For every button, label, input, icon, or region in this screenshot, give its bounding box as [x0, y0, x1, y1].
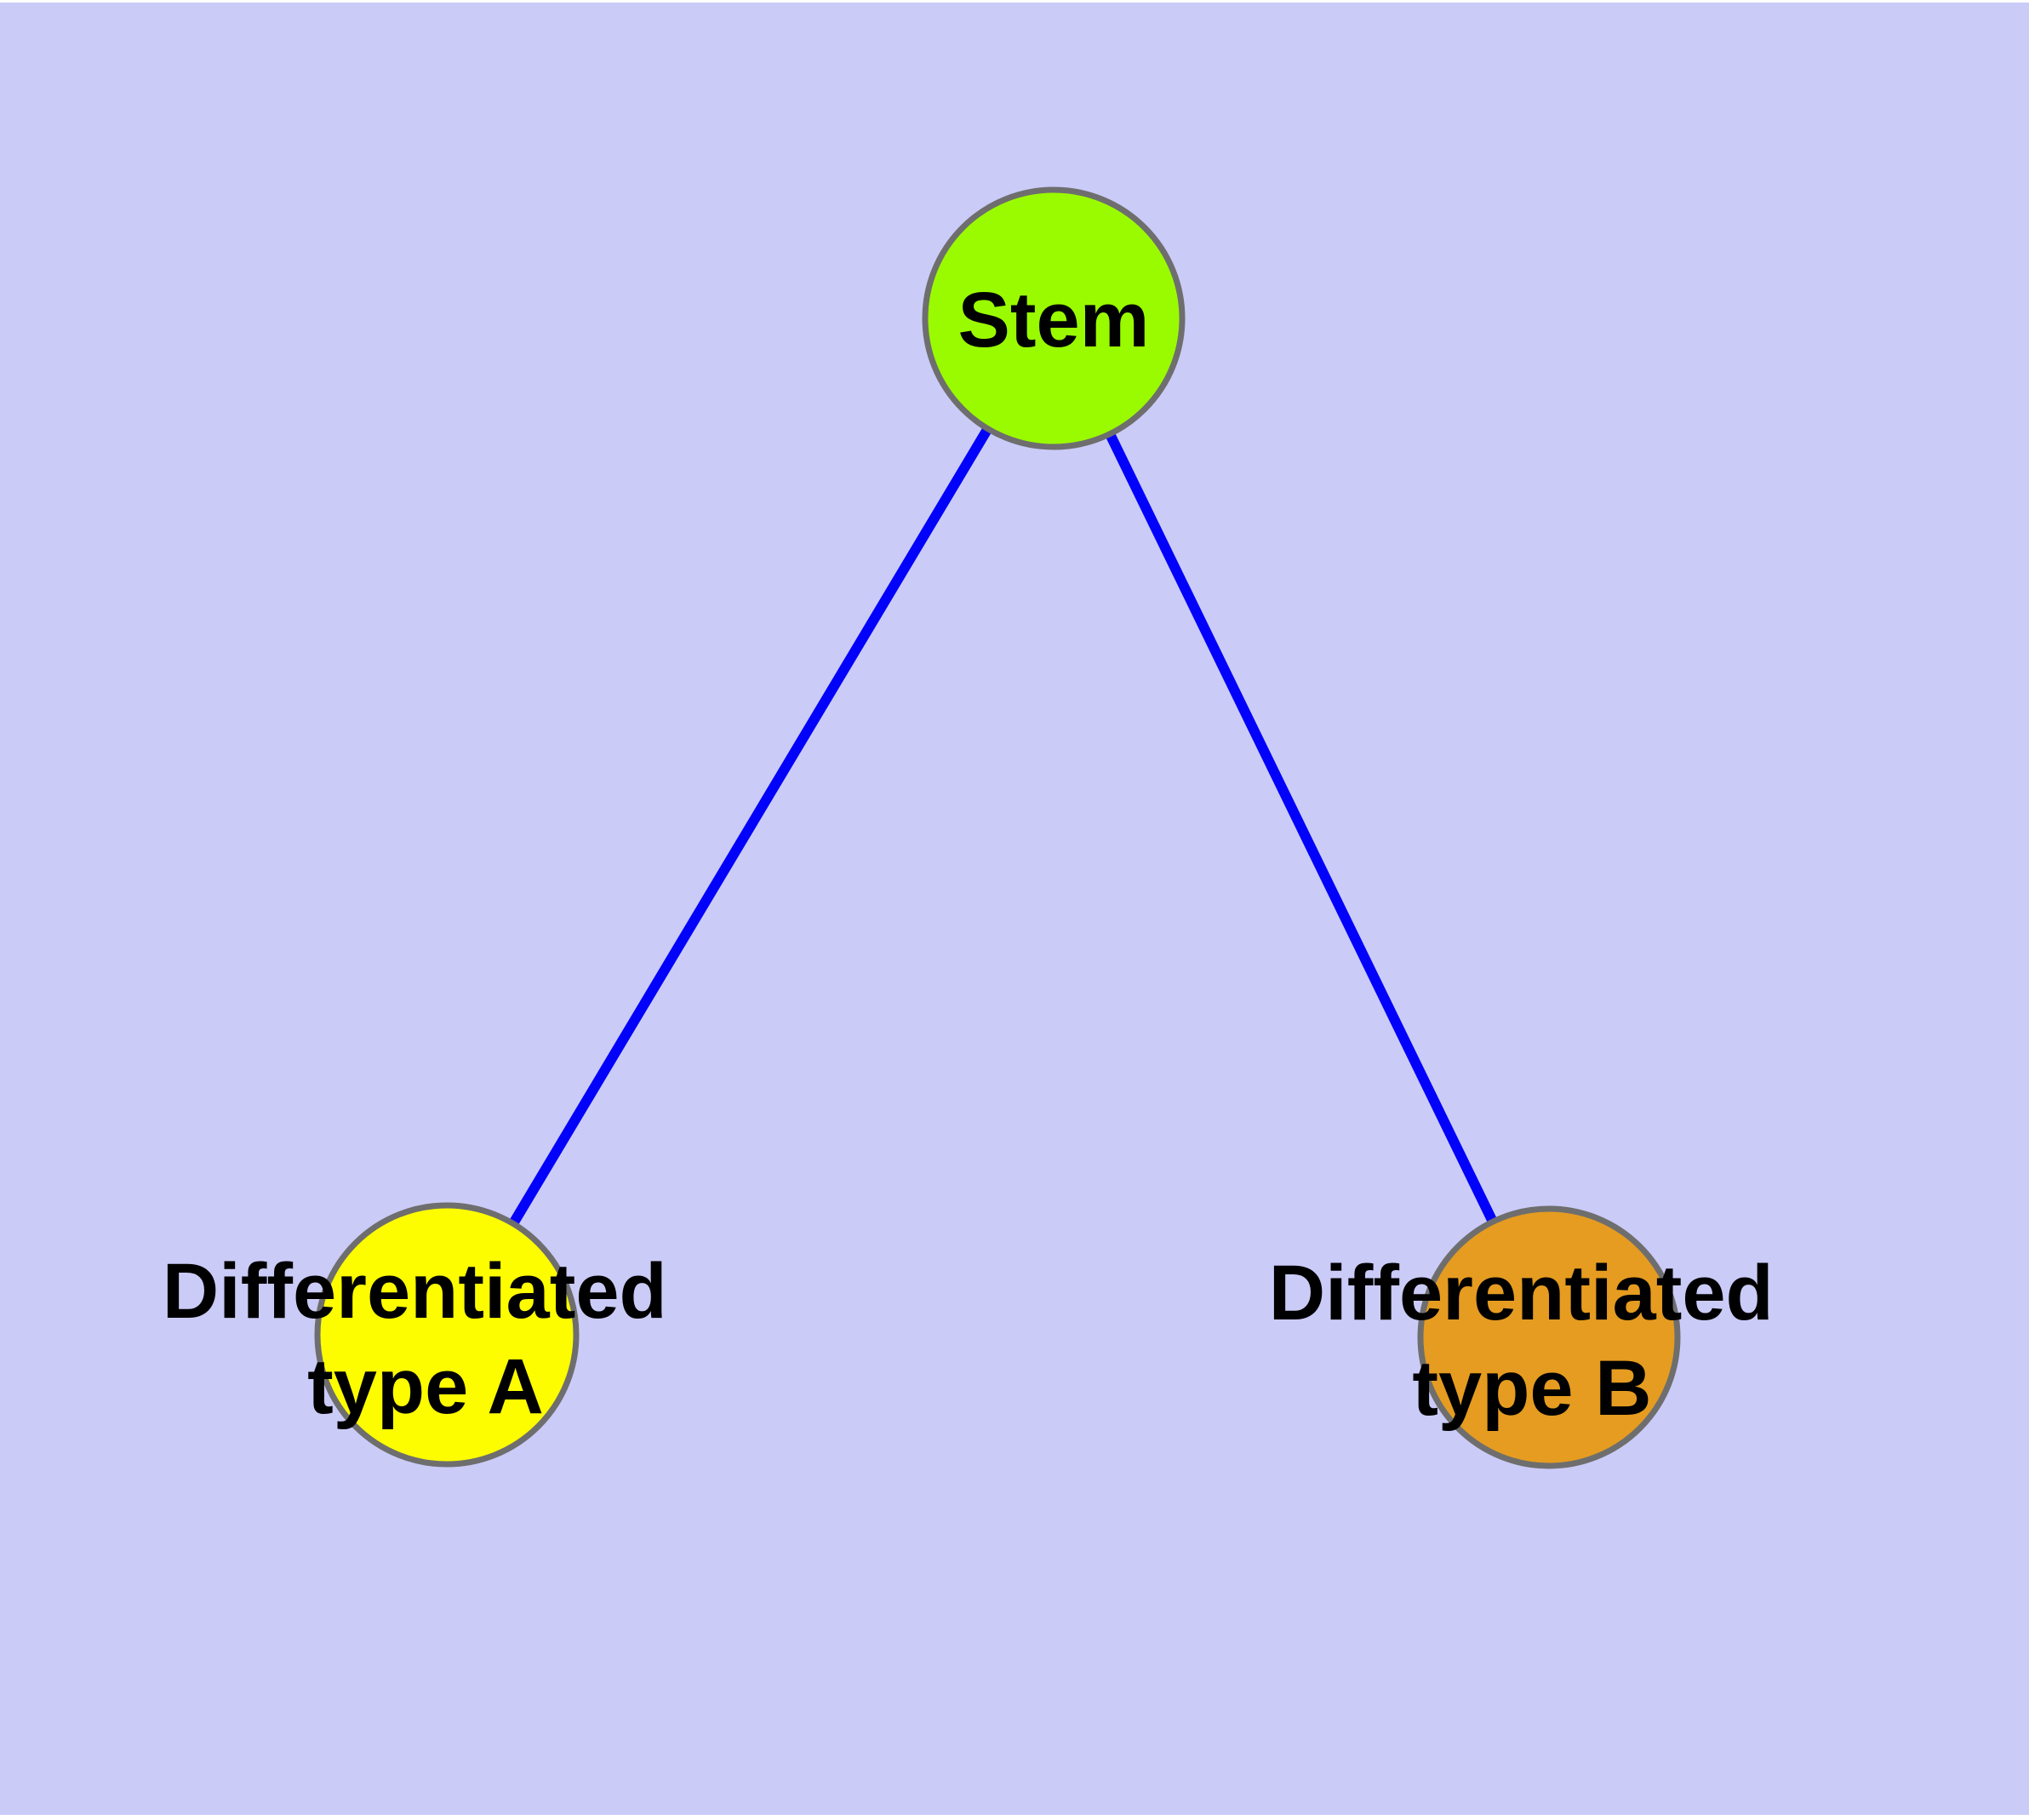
node-differentiated-type-b-label-line2: type B — [1412, 1345, 1651, 1432]
node-differentiated-type-a: Differentiated type A — [163, 1202, 689, 1468]
node-differentiated-type-b-label-line1: Differentiated — [1269, 1250, 1774, 1336]
edge-group — [442, 315, 1554, 1340]
node-differentiated-type-a-label-line1: Differentiated — [163, 1248, 667, 1335]
edge-stem-to-type-b — [1049, 316, 1554, 1340]
node-stem: Stem — [922, 186, 1186, 450]
node-differentiated-type-a-label: Differentiated type A — [163, 1248, 689, 1430]
node-differentiated-type-a-circle — [314, 1202, 580, 1468]
node-differentiated-type-a-label-line2: type A — [307, 1343, 544, 1430]
edge-stem-to-type-a — [442, 315, 1059, 1338]
node-stem-label: Stem — [958, 277, 1150, 363]
node-differentiated-type-b-label: Differentiated type B — [1269, 1250, 1796, 1432]
node-differentiated-type-b-circle — [1417, 1205, 1681, 1469]
node-stem-circle — [922, 186, 1186, 450]
node-differentiated-type-b: Differentiated type B — [1269, 1205, 1796, 1469]
